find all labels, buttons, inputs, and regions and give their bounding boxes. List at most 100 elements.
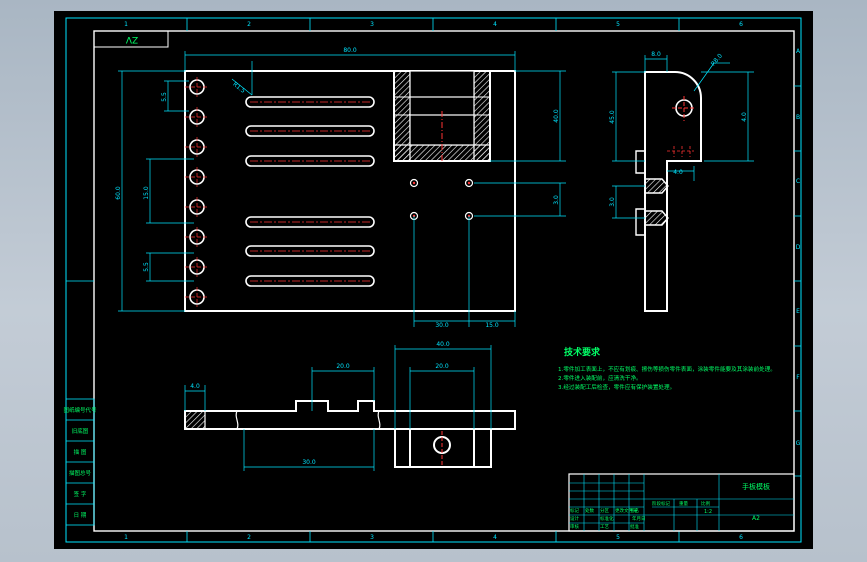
dim-front-left-step: 4.0 bbox=[190, 383, 200, 390]
zone-right-E: E bbox=[796, 308, 800, 315]
side-insert-upper bbox=[635, 150, 669, 194]
tb-label-changedoc: 更改文件号 bbox=[615, 507, 638, 514]
dim-side-radius: R8.0 bbox=[710, 52, 724, 67]
edge-hole bbox=[185, 227, 209, 247]
side-dimension-text: 8.0 45.0 4.0 3.0 4.0 R8.0 bbox=[609, 51, 748, 207]
dim-front-top-span: 20.0 bbox=[336, 363, 350, 370]
tb-label-date: 年月日 bbox=[632, 515, 646, 522]
tb-scale-value: 1:2 bbox=[704, 509, 712, 515]
edge-hole bbox=[185, 107, 209, 127]
stamp-row-3: 描 图 bbox=[74, 448, 87, 456]
tb-label-approve: 批准 bbox=[630, 523, 639, 530]
edge-hole bbox=[185, 167, 209, 187]
zone-top-3: 3 bbox=[370, 21, 374, 28]
dim-gap-low: 5.5 bbox=[161, 92, 168, 102]
zone-bottom-3: 3 bbox=[370, 534, 374, 541]
zone-top-1: 1 bbox=[124, 21, 128, 28]
tech-req-item-1: 1.零件加工表面上，不应有划痕、擦伤等损伤零件表面，涂装零件能要及其涂装前处理。 bbox=[558, 365, 776, 373]
tb-sheet-code: A2 bbox=[752, 515, 760, 522]
edge-hole bbox=[185, 287, 209, 307]
dim-span-mid: 15.0 bbox=[143, 186, 150, 200]
dim-pocket-depth: 3.0 bbox=[553, 195, 560, 205]
edge-hole bbox=[185, 257, 209, 277]
dim-front-bottom-span: 30.0 bbox=[302, 459, 316, 466]
front-dimension-text: 40.0 20.0 20.0 4.0 30.0 bbox=[190, 341, 450, 466]
zone-ruler-top bbox=[186, 18, 680, 31]
front-dimensions bbox=[184, 345, 492, 471]
stamp-row-5: 签 字 bbox=[74, 490, 87, 498]
tech-req-item-2: 2.零件进入装配前，应清洗干净。 bbox=[558, 374, 642, 382]
stamp-row-4: 描图总号 bbox=[69, 469, 92, 477]
technical-requirements: 技术要求 1.零件加工表面上，不应有划痕、擦伤等损伤零件表面，涂装零件能要及其涂… bbox=[558, 346, 776, 391]
dim-plate-width: 80.0 bbox=[343, 47, 357, 54]
edge-hole bbox=[185, 137, 209, 157]
dim-side-bottom: 4.0 bbox=[673, 169, 683, 176]
side-insert-lower bbox=[635, 208, 669, 236]
plan-view[interactable]: 80.0 60.0 15.0 5.5 5.5 40.0 3.0 30.0 15.… bbox=[115, 47, 566, 329]
dim-side-height: 45.0 bbox=[609, 110, 616, 124]
zone-right-G: G bbox=[796, 440, 801, 447]
mounting-hole-group bbox=[409, 178, 474, 221]
tb-label-count: 处数 bbox=[585, 507, 594, 514]
outer-frame bbox=[65, 17, 802, 543]
zone-bottom-1: 1 bbox=[124, 534, 128, 541]
plan-dimensions bbox=[118, 51, 566, 327]
cad-drawing-viewport[interactable]: 1 2 3 4 5 6 1 2 3 4 5 6 A B C D E F G ZV bbox=[54, 11, 813, 549]
tech-req-title: 技术要求 bbox=[564, 346, 601, 358]
front-clamp bbox=[394, 428, 492, 468]
tb-label-standard: 标准化 bbox=[600, 515, 614, 522]
front-view[interactable]: 40.0 20.0 20.0 4.0 30.0 bbox=[184, 341, 516, 471]
tb-label-weight: 重量 bbox=[679, 500, 688, 507]
dim-front-width: 40.0 bbox=[436, 341, 450, 348]
slot bbox=[245, 216, 375, 228]
edge-hole bbox=[185, 197, 209, 217]
pocket-section bbox=[393, 70, 491, 163]
zone-bottom-6: 6 bbox=[739, 534, 743, 541]
zone-top-6: 6 bbox=[739, 21, 743, 28]
slot bbox=[245, 275, 375, 287]
zone-ruler-bottom bbox=[186, 531, 680, 542]
dim-slot-radius: R1.5 bbox=[231, 81, 246, 95]
left-stamp-table: 图纸编号代号 旧底图 描 图 描图总号 签 字 日 期 bbox=[63, 280, 97, 526]
corner-tag: ZV bbox=[125, 34, 138, 44]
slot bbox=[245, 155, 375, 167]
zone-bottom-4: 4 bbox=[493, 534, 497, 541]
tech-req-item-3: 3.经过装配工后检查，零件应有保护装置处理。 bbox=[558, 383, 675, 391]
stamp-row-1: 图纸编号代号 bbox=[63, 406, 97, 414]
zone-top-5: 5 bbox=[616, 21, 620, 28]
zone-right-A: A bbox=[796, 48, 801, 55]
zone-bottom-5: 5 bbox=[616, 534, 620, 541]
zone-right-C: C bbox=[796, 178, 800, 185]
dim-bottom-a: 30.0 bbox=[435, 322, 449, 329]
zone-right-B: B bbox=[796, 114, 800, 121]
slot bbox=[245, 125, 375, 137]
dim-front-inner: 20.0 bbox=[435, 363, 449, 370]
zone-top-2: 2 bbox=[247, 21, 251, 28]
dim-hole-pitch: 5.5 bbox=[143, 262, 150, 272]
slot bbox=[245, 245, 375, 257]
title-block: 标记 处数 分区 更改文件号 签名 年月日 设计 标准化 阶段标记 重量 比例 … bbox=[568, 473, 795, 532]
corner-tag-box bbox=[93, 30, 169, 48]
plate-outline bbox=[184, 70, 516, 312]
tb-drawing-title: 手板模板 bbox=[742, 482, 770, 491]
side-profile bbox=[644, 71, 702, 312]
tb-label-zone: 分区 bbox=[600, 507, 609, 514]
edge-hole bbox=[185, 77, 209, 97]
zone-bottom-2: 2 bbox=[247, 534, 251, 541]
side-dimensions bbox=[612, 55, 754, 219]
zone-ruler-right bbox=[794, 85, 801, 477]
dim-side-offset: 4.0 bbox=[741, 112, 748, 122]
dim-right-height: 40.0 bbox=[553, 109, 560, 123]
zone-right-D: D bbox=[796, 244, 801, 251]
tb-label-sign: 签名 bbox=[630, 507, 639, 514]
dim-side-offset2: 3.0 bbox=[609, 197, 616, 207]
tb-label-process: 工艺 bbox=[600, 524, 609, 530]
edge-hole-column bbox=[185, 77, 209, 307]
zone-right-F: F bbox=[796, 374, 800, 381]
tb-label-design: 设计 bbox=[570, 515, 579, 522]
slot-group bbox=[245, 96, 375, 287]
side-view[interactable]: 8.0 45.0 4.0 3.0 4.0 R8.0 bbox=[609, 51, 754, 312]
front-profile bbox=[184, 400, 516, 430]
dim-side-thickness: 8.0 bbox=[651, 51, 661, 58]
